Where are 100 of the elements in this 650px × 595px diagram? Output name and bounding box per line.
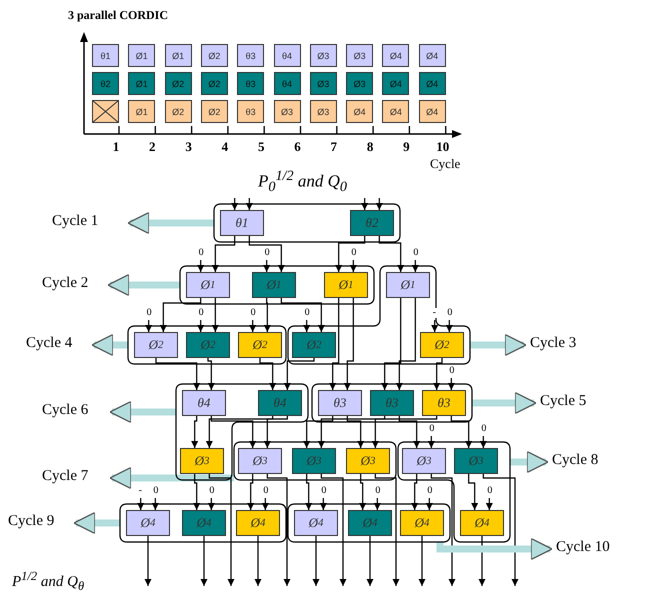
schedule-cell: Ø1	[128, 72, 156, 95]
arrow	[248, 236, 285, 272]
cycle-label: Cycle 7	[42, 468, 88, 485]
arrow	[152, 498, 159, 510]
processor-box: θ4	[182, 390, 226, 416]
schedule-cell: Ø2	[200, 72, 228, 95]
arrow	[262, 498, 269, 510]
schedule-cell: Ø3	[346, 44, 374, 67]
cycle-label: Cycle 1	[52, 213, 98, 230]
cycle-label: Cycle 4	[26, 335, 72, 352]
edge-label: 0	[374, 486, 382, 496]
arrow	[318, 416, 386, 448]
cycle-group-outline	[214, 204, 400, 242]
block-arrow	[436, 538, 553, 560]
edge-label: 0	[486, 486, 494, 496]
arrow	[430, 474, 456, 586]
arrow	[398, 416, 420, 448]
schedule-cell: Ø4	[346, 100, 374, 123]
edge-label: 0	[264, 248, 271, 258]
arrow	[428, 436, 435, 448]
arrow	[206, 416, 274, 448]
schedule-cell: Ø1	[128, 44, 156, 67]
arrow	[411, 474, 418, 510]
tick-label: 9	[402, 139, 411, 155]
schedule-cell: Ø2	[164, 72, 192, 95]
arrow	[259, 358, 276, 390]
arrow	[359, 474, 366, 510]
edge-label: 0	[250, 308, 257, 318]
block-arrow	[472, 392, 537, 414]
edge-label: 0	[152, 486, 160, 496]
arrow	[208, 498, 215, 510]
arrow	[374, 498, 381, 510]
arrow	[372, 416, 438, 448]
cycle-group-outline	[128, 326, 286, 364]
arrow	[264, 298, 271, 332]
processor-box: θ2	[350, 210, 394, 236]
edge-label: 0	[446, 308, 454, 318]
block-arrow	[470, 334, 527, 356]
edge-label: 0	[198, 248, 205, 258]
schedule-cell: Ø3	[310, 100, 337, 123]
arrow	[305, 474, 312, 510]
arrow	[366, 536, 374, 586]
output-label: P$^{1/2}$ and Q$_{θ}$	[12, 568, 84, 595]
tick-label: 2	[148, 139, 157, 155]
arrow	[212, 236, 236, 272]
arrow	[144, 536, 152, 586]
schedule-cell: Ø4	[382, 72, 410, 95]
block-arrow	[510, 450, 549, 474]
arrow	[433, 358, 443, 390]
schedule-cell: Ø4	[418, 44, 446, 67]
arrow	[446, 320, 453, 332]
schedule-cell: θ3	[237, 100, 264, 123]
tick-label: 7	[330, 139, 338, 155]
arrow	[303, 320, 310, 332]
arrow	[431, 320, 438, 332]
block-arrow	[73, 512, 120, 534]
schedule-cell: θ3	[237, 44, 264, 67]
arrow	[197, 320, 204, 332]
arrow	[376, 198, 383, 210]
arrow	[412, 260, 419, 272]
arrow	[418, 536, 426, 586]
cycle-label: Cycle 6	[42, 402, 88, 419]
arrow	[208, 474, 234, 586]
arrow	[197, 260, 204, 272]
cycle-label: Cycle 8	[552, 452, 598, 469]
tick-label: 10	[435, 139, 450, 155]
cycle-group-outline	[398, 442, 510, 542]
edge-label: 0	[448, 366, 456, 376]
arrow	[486, 498, 493, 510]
cycle-label: Cycle 10	[556, 539, 610, 556]
arrow	[335, 236, 366, 272]
edge-label: 0	[304, 308, 311, 318]
block-arrow	[127, 212, 214, 234]
schedule-cell: Ø4	[382, 44, 410, 67]
arrow	[320, 498, 327, 510]
arrow	[381, 298, 402, 390]
arrow	[480, 436, 487, 448]
tick-label: 4	[220, 139, 230, 155]
schedule-cell: Ø4	[418, 72, 446, 95]
arrow	[426, 498, 433, 510]
cycle-label: Cycle 2	[42, 275, 88, 292]
schedule-cell: Ø3	[310, 44, 337, 67]
block-arrow	[109, 466, 234, 490]
cycle-group-outline	[120, 504, 286, 542]
arrow	[482, 474, 518, 586]
cycle-label: Cycle 5	[540, 393, 586, 410]
arrow	[160, 298, 202, 332]
arrow	[303, 416, 334, 448]
edge-label: 0	[412, 248, 420, 258]
edge-label: 0	[262, 486, 270, 496]
chart-title: 3 parallel CORDIC	[68, 8, 168, 23]
input-label: P$_{0}$$^{1/2}$ and Q$_{0}$	[258, 168, 347, 196]
edge-label: 0	[146, 308, 153, 318]
arrow	[374, 474, 400, 586]
edge-label: 0	[320, 486, 328, 496]
processor-box: θ3	[370, 390, 414, 416]
schedule-cell: θ2	[92, 72, 119, 95]
tick-label: 6	[293, 139, 302, 155]
schedule-cell: Ø2	[200, 44, 228, 67]
schedule-cell: θ1	[92, 44, 119, 67]
